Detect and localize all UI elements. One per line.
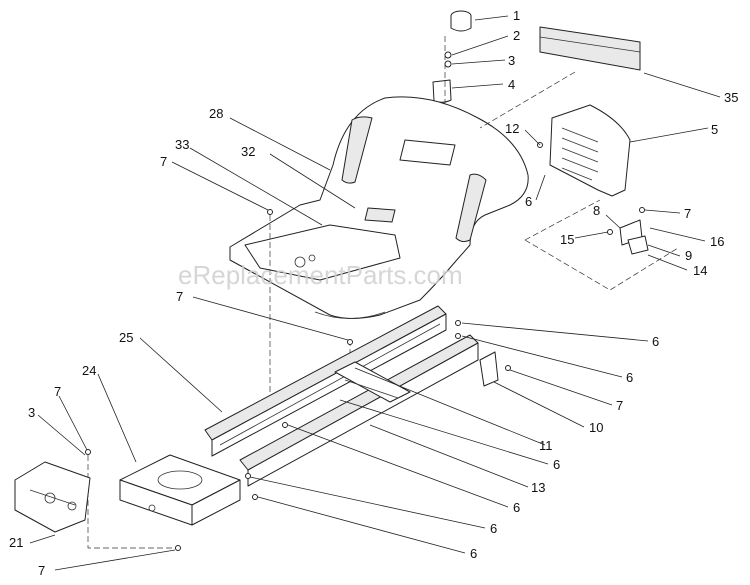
callout-7: 7	[38, 563, 45, 578]
part-5-panel	[549, 104, 631, 197]
callout-13: 13	[531, 480, 545, 495]
bracket-8	[607, 207, 649, 255]
callout-24: 24	[82, 363, 96, 378]
callout-11: 11	[539, 438, 553, 453]
part-21-bracket	[14, 461, 91, 533]
callout-8: 8	[593, 203, 600, 218]
callout-32: 32	[241, 144, 255, 159]
callout-5: 5	[711, 122, 718, 137]
callout-14: 14	[693, 263, 707, 278]
callout-6: 6	[470, 546, 477, 561]
callout-10: 10	[589, 420, 603, 435]
callout-6: 6	[652, 334, 659, 349]
callout-6: 6	[525, 194, 532, 209]
fuel-cap-assembly	[432, 10, 472, 135]
part-35-rail	[539, 26, 641, 71]
callout-7: 7	[176, 289, 183, 304]
part-11-cross-brace	[334, 361, 411, 403]
callout-15: 15	[560, 232, 574, 247]
part-13-frame-rail	[239, 334, 479, 487]
callout-1: 1	[513, 8, 520, 23]
callout-6: 6	[553, 457, 560, 472]
callout-7: 7	[160, 154, 167, 169]
callout-25: 25	[119, 330, 133, 345]
callout-28: 28	[209, 106, 223, 121]
callout-2: 2	[513, 28, 520, 43]
callout-7: 7	[616, 398, 623, 413]
part-24-plate	[119, 454, 241, 526]
callout-6: 6	[513, 500, 520, 515]
part-25-frame-rail	[204, 305, 447, 457]
callout-6: 6	[626, 370, 633, 385]
callout-4: 4	[508, 77, 515, 92]
callout-numbers: 1 2 3 4 35 5 12 28 33 32 7 6 7 8 15 16 9…	[9, 8, 738, 578]
callout-21: 21	[9, 535, 23, 550]
callout-7: 7	[684, 206, 691, 221]
callout-33: 33	[175, 137, 189, 152]
callout-3: 3	[28, 405, 35, 420]
callout-12: 12	[505, 121, 519, 136]
callout-7: 7	[54, 384, 61, 399]
callout-6: 6	[490, 521, 497, 536]
part-10-bracket	[479, 351, 511, 387]
callout-16: 16	[710, 234, 724, 249]
callout-35: 35	[724, 90, 738, 105]
watermark-text: eReplacementParts.com	[178, 260, 463, 290]
leader-lines	[29, 15, 721, 571]
part-28-body-shell	[229, 96, 529, 319]
callout-3: 3	[508, 53, 515, 68]
callout-9: 9	[685, 248, 692, 263]
